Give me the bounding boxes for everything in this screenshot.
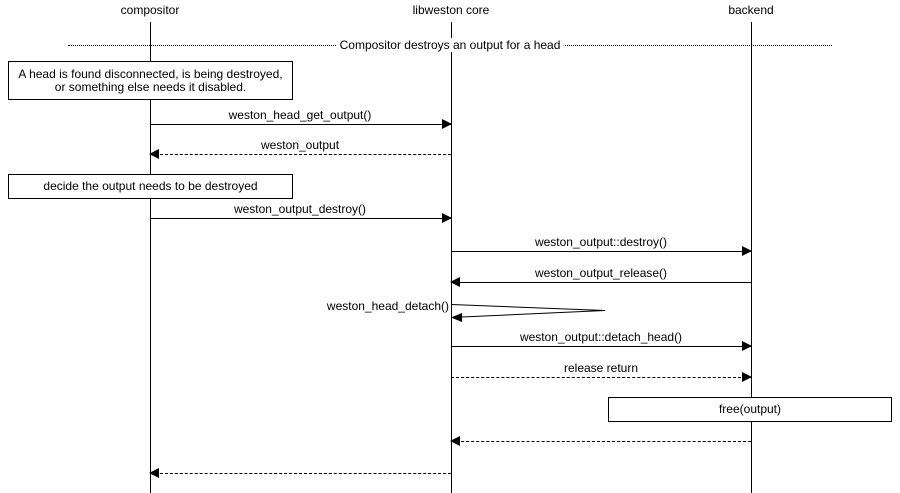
lifeline-libweston-core bbox=[451, 22, 452, 493]
lifeline-compositor bbox=[150, 22, 151, 493]
message-shaft bbox=[150, 154, 451, 155]
note-decide-destroy: decide the output needs to be destroyed bbox=[8, 174, 293, 199]
message-label-weston-output-detach-head: weston_output::detach_head() bbox=[515, 330, 687, 344]
note-head-disconnected-text: A head is found disconnected, is being d… bbox=[18, 66, 283, 94]
participant-label-libweston-core: libweston core bbox=[412, 3, 490, 17]
message-shaft bbox=[150, 473, 451, 474]
self-message-loop-icon bbox=[450, 304, 606, 322]
message-shaft bbox=[451, 377, 751, 378]
arrowhead-left-icon bbox=[450, 277, 460, 287]
message-label-release-return: release return bbox=[559, 361, 643, 375]
arrowhead-right-icon bbox=[442, 119, 452, 129]
arrowhead-right-icon bbox=[742, 341, 752, 351]
message-shaft bbox=[451, 441, 751, 442]
note-decide-destroy-text: decide the output needs to be destroyed bbox=[43, 179, 258, 193]
arrowhead-left-icon bbox=[149, 468, 159, 478]
participant-label-backend: backend bbox=[728, 3, 774, 17]
message-label-weston-output-return: weston_output bbox=[256, 138, 344, 152]
note-head-disconnected: A head is found disconnected, is being d… bbox=[8, 61, 293, 100]
message-shaft bbox=[150, 218, 451, 219]
message-label-weston-output-destroy: weston_output_destroy() bbox=[229, 202, 371, 216]
message-label-weston-output-release: weston_output_release() bbox=[530, 266, 672, 280]
message-label-weston-head-get-output: weston_head_get_output() bbox=[224, 108, 376, 122]
note-free-output: free(output) bbox=[608, 397, 892, 422]
message-shaft bbox=[451, 251, 751, 252]
message-shaft bbox=[451, 346, 751, 347]
arrowhead-right-icon bbox=[742, 246, 752, 256]
note-free-output-text: free(output) bbox=[718, 402, 782, 416]
participant-label-compositor: compositor bbox=[120, 3, 180, 17]
message-shaft bbox=[451, 282, 751, 283]
separator-label: Compositor destroys an output for a head bbox=[336, 38, 564, 52]
arrowhead-left-icon bbox=[149, 149, 159, 159]
message-label-weston-output-destroy-vfunc: weston_output::destroy() bbox=[530, 235, 672, 249]
message-shaft bbox=[150, 124, 451, 125]
arrowhead-right-icon bbox=[442, 213, 452, 223]
arrowhead-left-icon bbox=[450, 436, 460, 446]
lifeline-backend bbox=[751, 22, 752, 493]
arrowhead-right-icon bbox=[742, 372, 752, 382]
self-message-label-weston-head-detach: weston_head_detach() bbox=[326, 299, 449, 313]
self-message-weston-head-detach bbox=[450, 304, 611, 322]
